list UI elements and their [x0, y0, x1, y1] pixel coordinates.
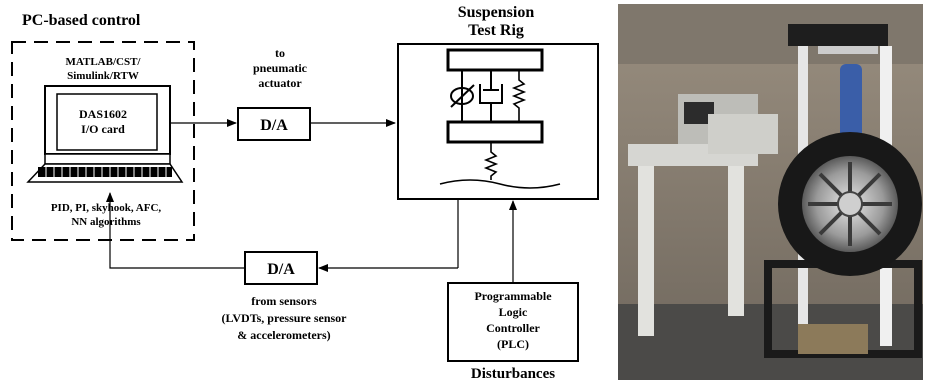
software-line-1: MATLAB/CST/ [66, 56, 142, 68]
algorithm-line-2: NN algorithms [71, 216, 141, 228]
plc-line-2: Logic [499, 305, 528, 319]
rig-title-line-2: Test Rig [468, 22, 524, 39]
da-top-label: D/A [260, 117, 288, 134]
rig-title-line-1: Suspension [458, 4, 535, 21]
actuator-line-2: pneumatic [253, 61, 308, 75]
da-bottom-label: D/A [267, 261, 295, 278]
disturbances-label: Disturbances [471, 366, 555, 382]
pc-control-title: PC-based control [22, 12, 141, 29]
plc-line-3: Controller [486, 321, 540, 335]
algorithm-line-1: PID, PI, skyhook, AFC, [51, 202, 162, 214]
actuator-line-3: actuator [258, 76, 302, 90]
sensors-line-2: (LVDTs, pressure sensor [221, 311, 347, 325]
actuator-line-1: to [275, 46, 285, 60]
card-line-2: I/O card [81, 122, 125, 136]
software-line-2: Simulink/RTW [67, 70, 139, 82]
sensors-line-1: from sensors [251, 294, 317, 308]
test-rig-photo [618, 4, 923, 380]
sensors-line-3: & accelerometers) [237, 328, 330, 342]
plc-line-4: (PLC) [497, 337, 529, 351]
control-diagram: PC-based control MATLAB/CST/ Simulink/RT… [0, 0, 600, 385]
card-line-1: DAS1602 [79, 107, 127, 121]
plc-line-1: Programmable [474, 289, 552, 303]
